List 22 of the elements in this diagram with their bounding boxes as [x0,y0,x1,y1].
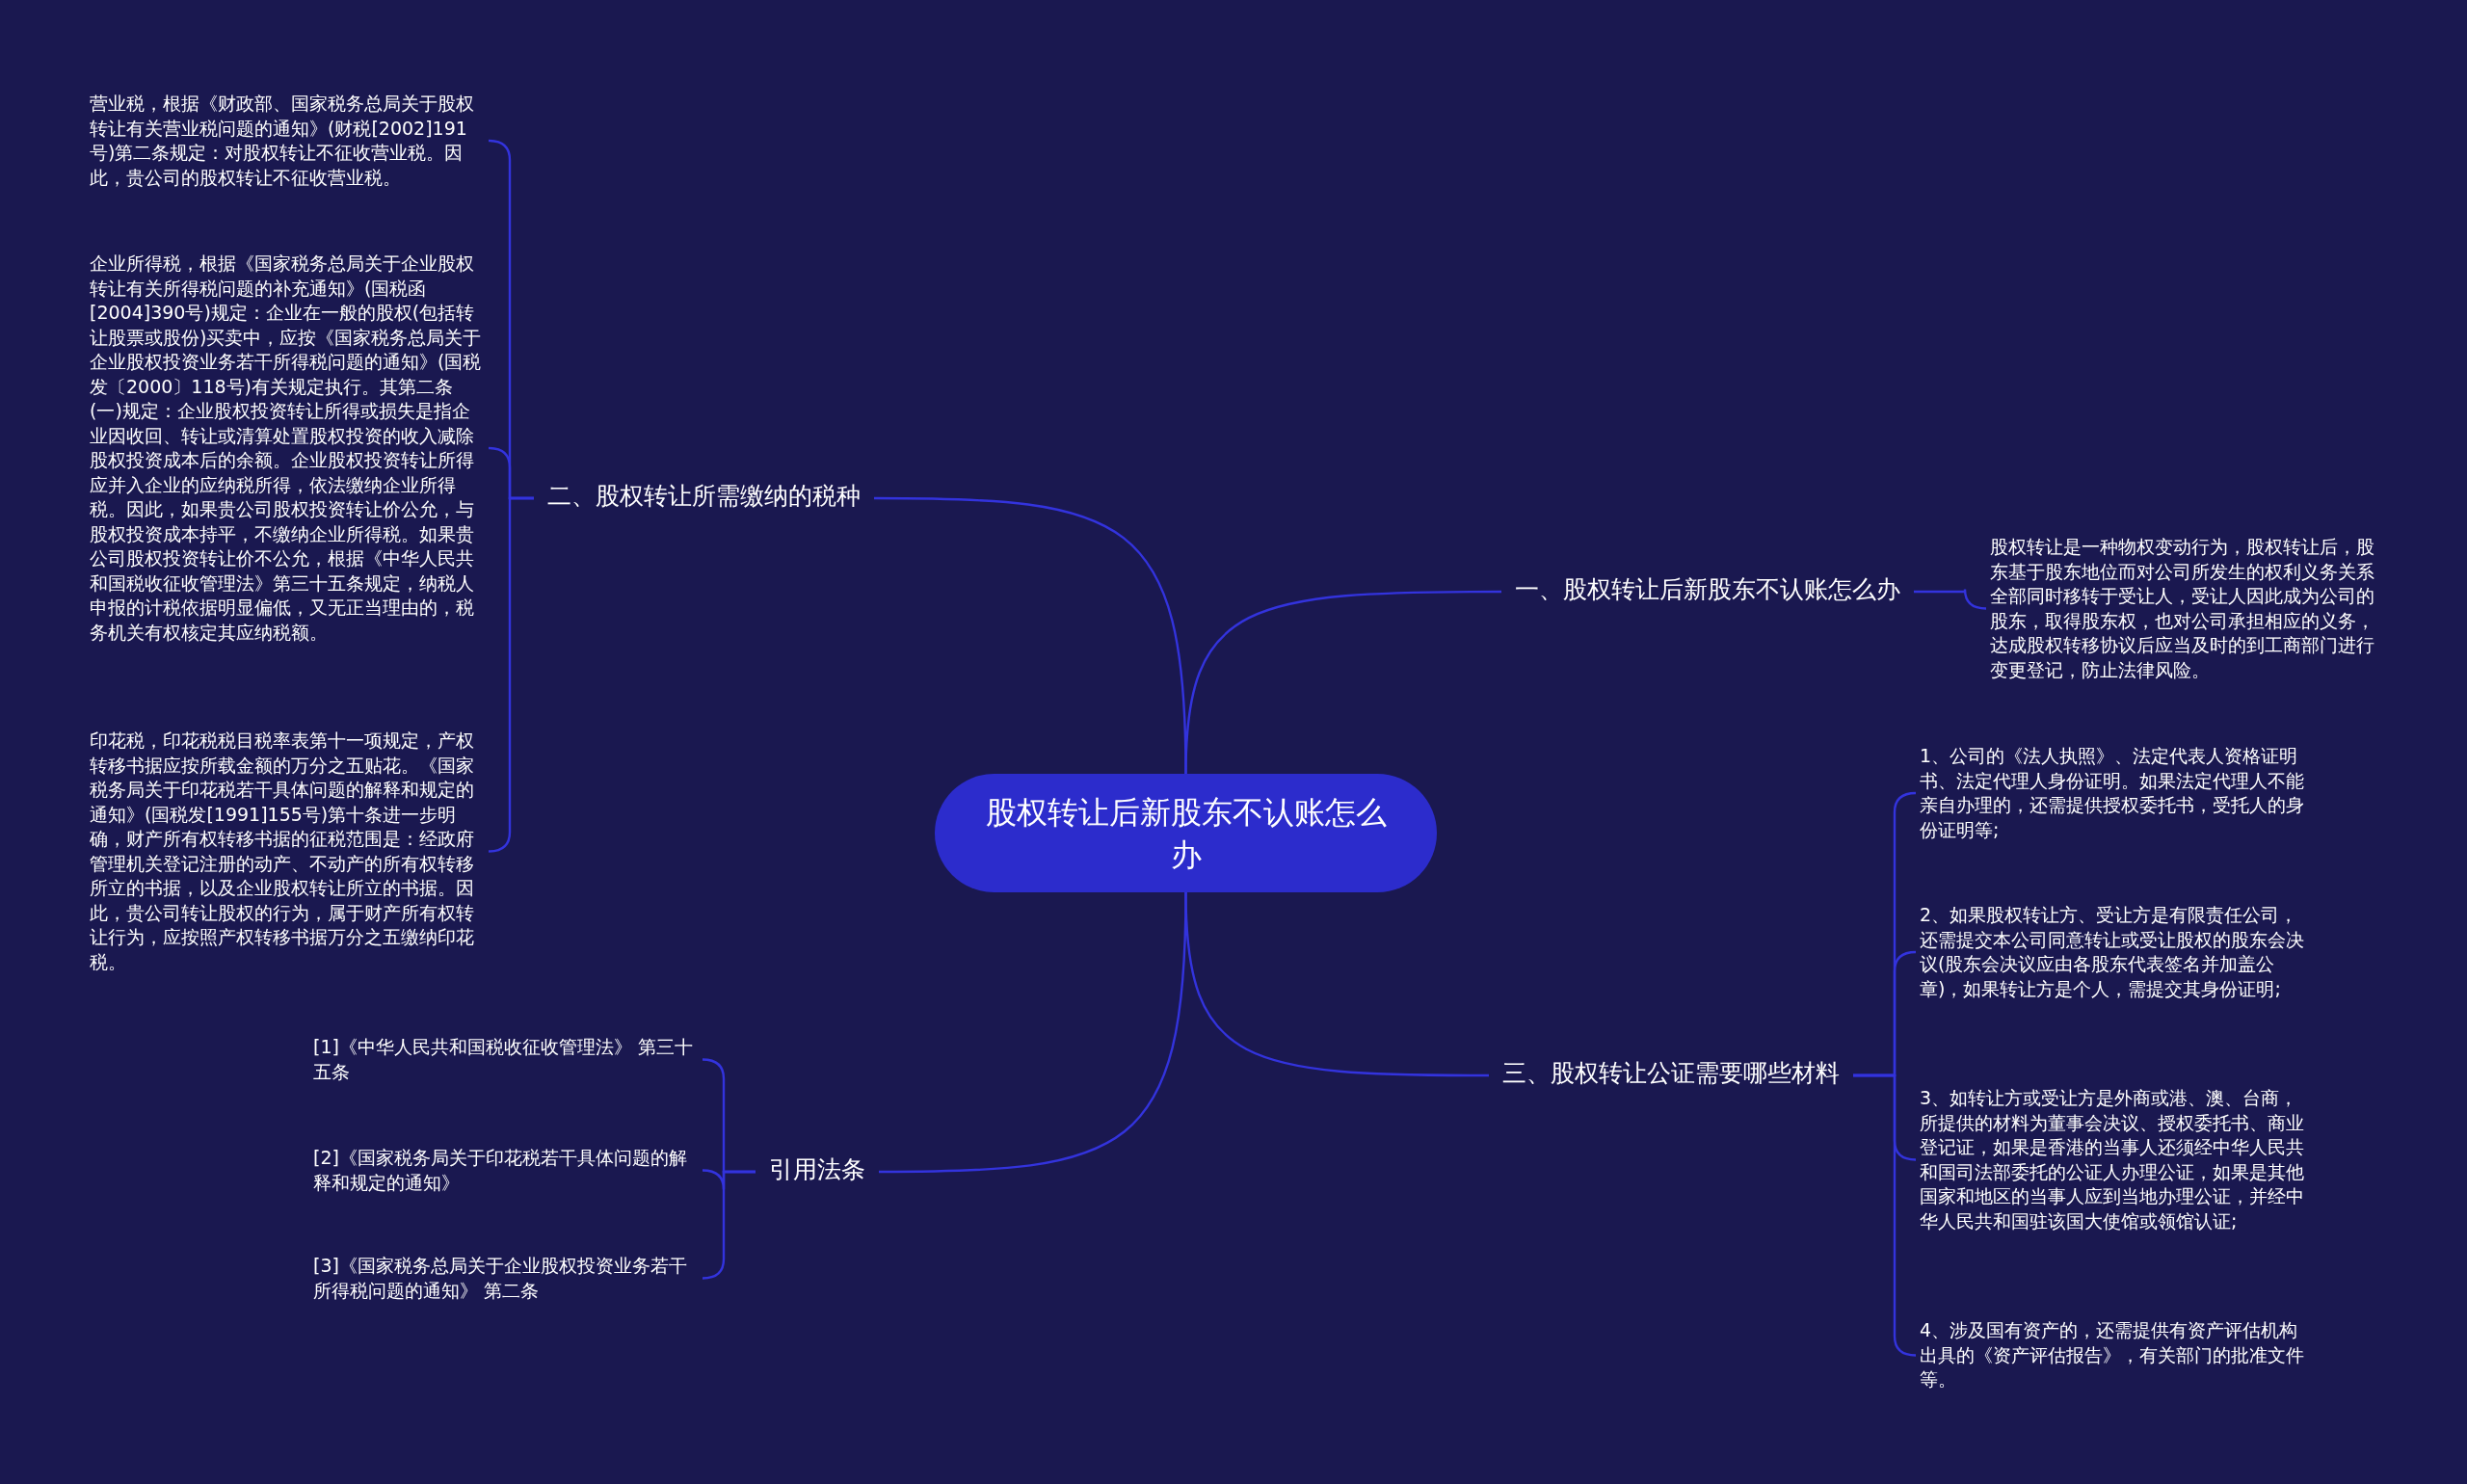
leaf-text: 4、涉及国有资产的，还需提供有资产评估机构出具的《资产评估报告》，有关部门的批准文件等。 [1920,1318,2315,1392]
leaf-text: [2]《国家税务局关于印花税若干具体问题的解释和规定的通知》 [313,1146,699,1195]
leaf-text: 3、如转让方或受让方是外商或港、澳、台商，所提供的材料为董事会决议、授权委托书、商业登记证，如果是香港的当事人还须经中华人民共和国司法部委托的公证人办理公证，如果是其他国家和地区的当事人应到当地办理公证，并经中华人民共和国驻该国大使馆或领馆认证; [1920,1086,2315,1233]
central-topic-box: 股权转让后新股东不认账怎么办 [935,774,1437,892]
connector-line [1853,1073,1917,1357]
leaf-text: 企业所得税，根据《国家税务总局关于企业股权转让有关所得税问题的补充通知》(国税函[2004]390号)规定：企业在一般的股权(包括转让股票或股份)买卖中，应按《国家税务总局关于企业股权投资业务若干所得税问题的通知》(国税发〔2000〕118号)有关规定执行。其第二条(一)规定：企业股权投资转让所得或损失是指企业因收回、转让或清算处置股权投资的收入减除股权投资成本后的余额。企业股权投资转让所得应并入企业的应纳税所得，依法缴纳企业所得税。因此，如果贵公司股权投资转让价公允，与股权投资成本持平，不缴纳企业所得税。如果贵公司股权投资转让价不公允，根据《中华人民共和国税收征收管理法》第三十五条规定，纳税人申报的计税依据明显偏低，又无正当理由的，税务机关有权核定其应纳税额。 [90,252,485,645]
leaf-text: [3]《国家税务总局关于企业股权投资业务若干所得税问题的通知》 第二条 [313,1254,699,1303]
connector-line [488,496,534,853]
leaf-text: 印花税，印花税税目税率表第十一项规定，产权转移书据应按所载金额的万分之五贴花。《国家税务局关于印花税若干具体问题的解释和规定的通知》(国税发[1991]155号)第十条进一步明确，财产所有权转移书据的征税范围是：经政府管理机关登记注册的动产、不动产的所有权转移所立的书据，以及企业股权转让所立的书据。因此，贵公司转让股权的行为，属于财产所有权转让行为，应按照产权转移书据万分之五缴纳印花税。 [90,729,485,974]
connector-line [702,1170,756,1280]
leaf-text: 营业税，根据《财政部、国家税务总局关于股权转让有关营业税问题的通知》(财税[2002]191号)第二条规定：对股权转让不征收营业税。因此，贵公司的股权转让不征收营业税。 [90,92,485,190]
connector-line [874,496,1187,775]
connector-line [879,891,1187,1174]
branch-topic: 三、股权转让公证需要哪些材料 [1502,1057,1840,1090]
branch-topic: 引用法条 [769,1153,865,1186]
branch-topic: 一、股权转让后新股东不认账怎么办 [1515,573,1900,606]
leaf-text: 2、如果股权转让方、受让方是有限责任公司，还需提交本公司同意转让或受让股权的股东会决议(股东会决议应由各股东代表签名并加盖公章)，如果转让方是个人，需提交其身份证明; [1920,903,2315,1001]
leaf-text: 股权转让是一种物权变动行为，股权转让后，股东基于股东地位而对公司所发生的权利义务关系全部同时移转于受让人，受让人因此成为公司的股东，取得股东权，也对公司承担相应的义务，达成股权转移协议后应当及时的到工商部门进行变更登记，防止法律风险。 [1990,535,2385,682]
branch-topic: 二、股权转让所需缴纳的税种 [547,480,861,513]
leaf-text: 1、公司的《法人执照》、法定代表人资格证明书、法定代理人身份证明。如果法定代理人不能亲自办理的，还需提供授权委托书，受托人的身份证明等; [1920,744,2315,842]
connector-line [1914,588,1987,610]
leaf-text: [1]《中华人民共和国税收征收管理法》 第三十五条 [313,1035,699,1084]
